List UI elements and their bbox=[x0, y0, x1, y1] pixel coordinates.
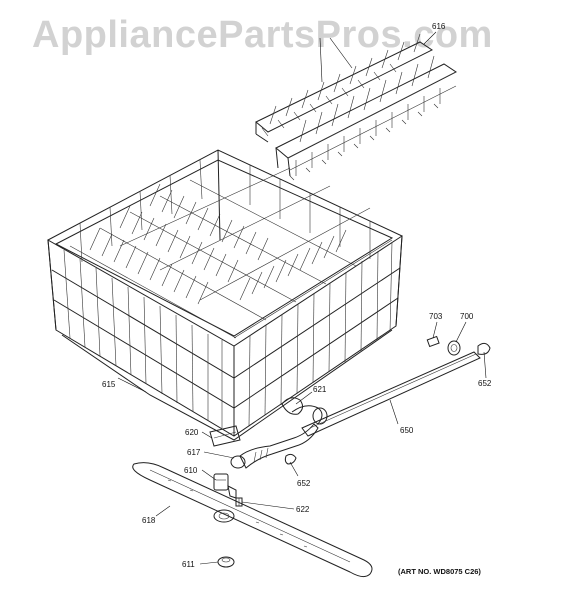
tine-rows-616 bbox=[255, 33, 457, 181]
bracket-620 bbox=[209, 425, 241, 447]
callout-650: 650 bbox=[400, 426, 414, 435]
callout-611: 611 bbox=[182, 560, 195, 569]
spray-arm-hub-610 bbox=[213, 473, 237, 499]
callout-652-lower: 652 bbox=[297, 479, 311, 488]
callout-labels: 616 615 703 700 652 621 650 620 617 652 … bbox=[102, 22, 492, 576]
callout-610: 610 bbox=[184, 466, 198, 475]
manifold-elbow-617 bbox=[230, 423, 319, 469]
upper-rack-615 bbox=[46, 149, 404, 441]
cap-611 bbox=[217, 556, 235, 568]
callout-703: 703 bbox=[429, 312, 443, 321]
lower-spray-arm-618 bbox=[132, 462, 373, 578]
callout-615: 615 bbox=[102, 380, 116, 389]
clip-621 bbox=[281, 397, 304, 415]
callout-621: 621 bbox=[313, 385, 327, 394]
callout-616: 616 bbox=[432, 22, 446, 31]
watermark-text: AppliancePartsPros.com bbox=[32, 14, 493, 56]
water-supply-tube-650 bbox=[291, 351, 481, 437]
callout-leader-lines bbox=[117, 31, 487, 565]
callout-652-upper: 652 bbox=[478, 379, 492, 388]
rack-adjuster-parts bbox=[426, 335, 491, 356]
callout-617: 617 bbox=[187, 448, 201, 457]
callout-620: 620 bbox=[185, 428, 199, 437]
callout-700: 700 bbox=[460, 312, 474, 321]
callout-622: 622 bbox=[296, 505, 310, 514]
clip-652-lower bbox=[284, 453, 297, 465]
art-number: (ART NO. WD8075 C26) bbox=[398, 567, 481, 576]
callout-618: 618 bbox=[142, 516, 156, 525]
